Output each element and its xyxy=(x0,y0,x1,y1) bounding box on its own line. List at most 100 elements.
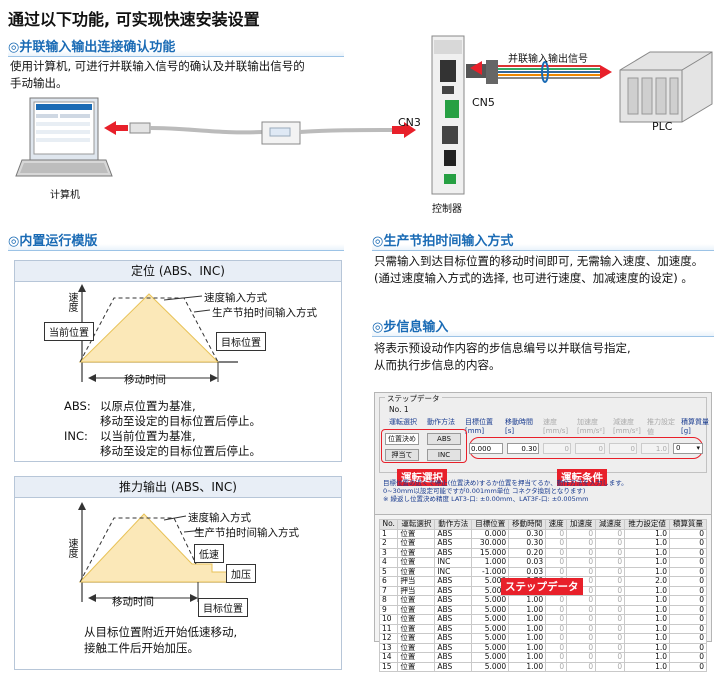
step-data-group xyxy=(379,397,707,473)
table-cell: 1.0 xyxy=(624,604,671,615)
table-cell: 8 xyxy=(378,595,399,606)
arrow-left-icon xyxy=(104,121,128,135)
positioning-graph xyxy=(78,284,238,382)
laptop-icon xyxy=(15,97,113,177)
btn-abs[interactable]: ABS xyxy=(427,433,461,445)
table-cell: 0 xyxy=(595,576,626,587)
decel-input[interactable] xyxy=(609,443,637,454)
hdr-move-time: 移動時間 [s] xyxy=(505,418,533,435)
table-cell: 5.000 xyxy=(471,595,510,606)
label-speed-input: 速度输入方式 xyxy=(204,292,267,304)
table-cell: ABS xyxy=(434,652,473,663)
table-cell: 0 xyxy=(545,604,568,615)
table-cell: 10 xyxy=(378,614,399,625)
table-cell: 0 xyxy=(595,528,626,539)
table-cell: 0 xyxy=(669,557,707,568)
label-cn3: CN3 xyxy=(398,116,421,129)
table-cell: 0 xyxy=(566,642,597,653)
accel-input[interactable] xyxy=(575,443,605,454)
column-header: No. xyxy=(378,519,399,530)
table-cell: 0 xyxy=(545,538,568,549)
panel-title-positioning: 定位 (ABS、INC) xyxy=(14,260,342,282)
move-time-input[interactable] xyxy=(507,443,539,454)
table-cell: 2.0 xyxy=(624,576,671,587)
table-cell: 1.00 xyxy=(508,604,547,615)
chevron-down-icon: ▾ xyxy=(696,444,700,452)
table-header-row: No.運転選択動作方法目標位置移動時間速度加速度減速度推力設定値積算質量 xyxy=(378,519,707,530)
table-cell: 0 xyxy=(669,538,707,549)
table-cell: 0 xyxy=(545,614,568,625)
table-cell: 1.00 xyxy=(508,614,547,625)
btn-positioning[interactable]: 位置決め xyxy=(385,433,419,445)
column-header: 速度 xyxy=(545,519,568,530)
table-cell: 0.03 xyxy=(508,566,547,577)
table-cell: 1.0 xyxy=(624,642,671,653)
table-cell: 0 xyxy=(595,585,626,596)
sec4-line2: 从而执行步信息的内容。 xyxy=(374,358,501,372)
tag-op-select: 運転選択 xyxy=(397,469,447,486)
table-cell: INC xyxy=(434,557,473,568)
table-cell: 5.000 xyxy=(471,633,510,644)
step-data-group-title: ステップデータ xyxy=(385,393,442,404)
label-plc: PLC xyxy=(652,120,673,133)
table-cell: 0 xyxy=(669,566,707,577)
target-position-input[interactable] xyxy=(469,443,503,454)
btn-inc[interactable]: INC xyxy=(427,449,461,461)
table-cell: 9 xyxy=(378,604,399,615)
table-cell: 0 xyxy=(566,614,597,625)
table-cell: 0 xyxy=(566,538,597,549)
table-cell: 位置 xyxy=(397,595,436,606)
sec1-desc-line2: 手动输出。 xyxy=(10,76,68,90)
table-cell: 位置 xyxy=(397,661,436,672)
table-cell: 0 xyxy=(595,623,626,634)
table-cell: 0 xyxy=(545,661,568,672)
param-header-row: 運転選択 動作方法 目標位置 [mm] 移動時間 [s] 速度 [mm/s] 加… xyxy=(389,417,709,437)
table-cell: 1.0 xyxy=(624,633,671,644)
section-header-step-data: ◎步信息输入 xyxy=(372,316,714,337)
table-cell: ABS xyxy=(434,623,473,634)
table-cell: 0 xyxy=(545,623,568,634)
table-cell: 0 xyxy=(545,557,568,568)
table-cell: 0 xyxy=(566,566,597,577)
table-cell: 1.00 xyxy=(508,642,547,653)
table-cell: 15.000 xyxy=(471,547,510,558)
mass-select-value: 0 xyxy=(676,444,681,452)
table-cell: 位置 xyxy=(397,633,436,644)
table-cell: 6 xyxy=(378,576,399,587)
table-cell: 1.00 xyxy=(508,595,547,606)
column-header: 加速度 xyxy=(566,519,597,530)
btn-push[interactable]: 押当て xyxy=(385,449,419,461)
speed-input[interactable] xyxy=(543,443,571,454)
force-input[interactable] xyxy=(641,443,669,454)
table-cell: 0 xyxy=(669,528,707,539)
label-speed-input-2: 速度输入方式 xyxy=(188,512,251,524)
label-move-time-2: 移动时间 xyxy=(112,596,154,608)
table-cell: 0 xyxy=(595,633,626,644)
abs-line2: 移动至设定的目标位置后停止。 xyxy=(100,414,261,428)
hdr-mass: 積算質量 [g] xyxy=(681,418,709,435)
table-cell: 0 xyxy=(595,557,626,568)
table-cell: 0 xyxy=(566,557,597,568)
column-header: 目標位置 xyxy=(471,519,510,530)
mass-select[interactable]: 0▾ xyxy=(673,443,703,454)
table-cell: 押当 xyxy=(397,576,436,587)
step-no-label: No. 1 xyxy=(389,405,409,414)
table-cell: 1.00 xyxy=(508,661,547,672)
table-cell: 1.0 xyxy=(624,557,671,568)
tag-op-condition: 運転条件 xyxy=(557,469,607,486)
hdr-op-method: 動作方法 xyxy=(427,418,455,426)
